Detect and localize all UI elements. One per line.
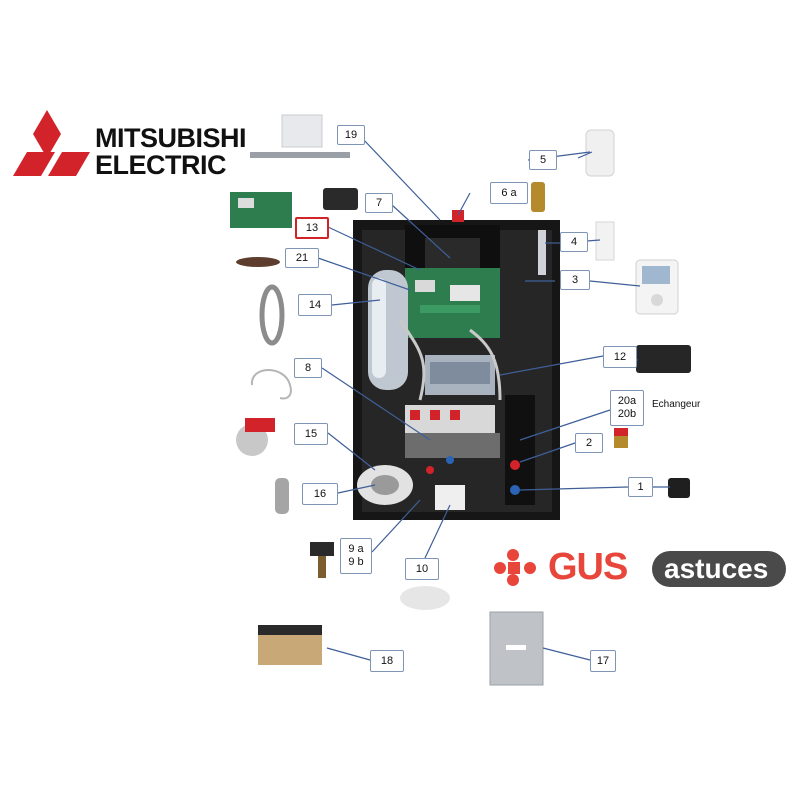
part-label-7: 7: [365, 193, 393, 213]
part-label-9: 9 a 9 b: [340, 538, 372, 574]
part-label-4: 4: [560, 232, 588, 252]
part-label-15: 15: [294, 423, 328, 445]
part-label-9a: 9 a: [348, 543, 364, 555]
spare-parts: [230, 114, 691, 686]
part-label-17: 17: [590, 650, 616, 672]
part-label-18: 18: [370, 650, 404, 672]
gus-astuces-pill: [652, 551, 786, 587]
watermark-suffix: astuces: [664, 553, 769, 584]
part-label-9b: 9 b: [348, 556, 364, 568]
part-label-8: 8: [294, 358, 322, 378]
brand-name-line1: MITSUBISHI: [95, 123, 247, 153]
part-label-16: 16: [302, 483, 338, 505]
part-label-13: 13: [295, 217, 329, 239]
part-label-19: 19: [337, 125, 365, 145]
watermark-prefix: GUS: [548, 546, 628, 588]
part-label-5: 5: [529, 150, 557, 170]
part-label-21: 21: [285, 248, 319, 268]
part-label-14: 14: [298, 294, 332, 316]
part-label-6a: 6 a: [490, 182, 528, 204]
part-label-2: 2: [575, 433, 603, 453]
part-label-3: 3: [560, 270, 590, 290]
heat-exchanger-note: Echangeur: [652, 399, 701, 410]
mitsubishi-logo-icon: [13, 110, 90, 176]
part-label-1: 1: [628, 477, 653, 497]
part-label-20a: 20a: [617, 395, 637, 407]
brand-name-line2: ELECTRIC: [95, 150, 227, 180]
part-label-20: 20a 20b: [610, 390, 644, 426]
part-label-20b: 20b: [617, 408, 637, 420]
gus-astuces-logo-icon: [494, 549, 536, 586]
part-label-12: 12: [603, 346, 637, 368]
part-label-10: 10: [405, 558, 439, 580]
leader-lines: [317, 137, 670, 661]
heat-pump-cabinet: [353, 220, 560, 520]
